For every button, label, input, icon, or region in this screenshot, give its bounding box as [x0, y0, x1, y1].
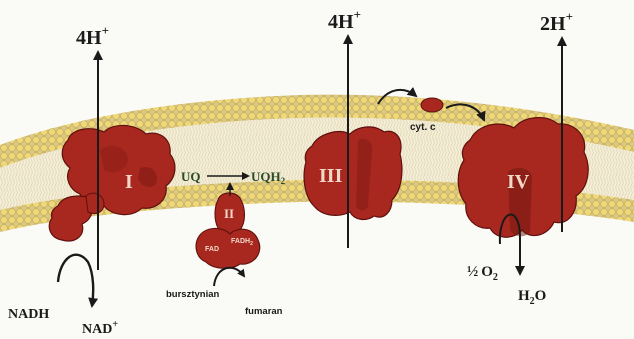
water-label: H2O [518, 288, 546, 307]
nadh-label: NADH [8, 307, 49, 322]
cyt-c-label: cyt. c [410, 122, 436, 133]
protons-complex-I: 4H+ [76, 23, 109, 49]
complex-IV-label: IV [507, 171, 530, 193]
fad-label: FAD [205, 246, 219, 253]
protons-complex-III: 4H+ [328, 7, 361, 33]
fumaran-label: fumaran [245, 306, 283, 317]
complex-II-label: II [224, 206, 234, 221]
cytochrome-c [421, 98, 443, 112]
ubiquinone-label: UQ [181, 169, 201, 184]
succinate-oxidation-arrow [214, 268, 244, 286]
bursztynian-label: bursztynian [166, 289, 220, 300]
ubiquinol-label: UQH2 [251, 169, 286, 186]
nadh-oxidation-arrow [58, 255, 93, 306]
complex-III-label: III [319, 165, 343, 187]
protons-complex-IV: 2H+ [540, 9, 573, 35]
complex-I-label: I [125, 171, 133, 193]
nad-label: NAD+ [82, 319, 118, 337]
